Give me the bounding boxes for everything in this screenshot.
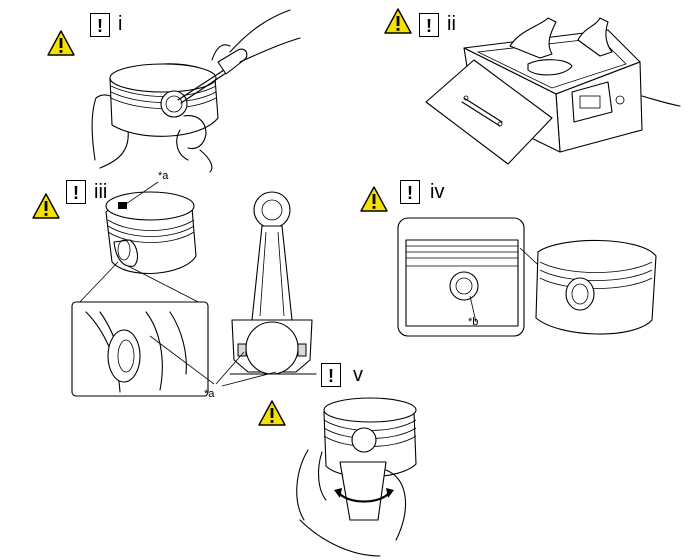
- illustration-step-iv: [397, 217, 657, 337]
- caution-triangle-icon-i: [47, 30, 75, 56]
- step-label-iii: iii: [94, 181, 108, 203]
- caution-mark-ii: !: [419, 13, 439, 37]
- caution-mark-i: !: [90, 13, 110, 37]
- step-label-iv: iv: [430, 181, 445, 203]
- illustration-step-iii: [71, 181, 317, 397]
- step-label-ii: ii: [447, 13, 456, 35]
- illustration-step-ii: [425, 17, 681, 165]
- illustration-step-i: [91, 9, 301, 173]
- step-label-i: i: [118, 13, 123, 35]
- caution-triangle-icon-v: [258, 400, 286, 426]
- caution-triangle-icon-ii: [384, 8, 412, 34]
- callout-a-top: *a: [158, 170, 169, 182]
- step-label-v: v: [353, 364, 363, 386]
- caution-triangle-icon-iii: [32, 193, 60, 219]
- caution-triangle-icon-iv: [360, 186, 388, 212]
- caution-mark-v: !: [321, 363, 341, 387]
- callout-a-bottom: *a: [204, 388, 215, 400]
- caution-mark-iv: !: [400, 180, 420, 204]
- caution-mark-iii: !: [66, 180, 86, 204]
- callout-b: *b: [468, 316, 479, 328]
- illustration-step-v: [296, 397, 417, 557]
